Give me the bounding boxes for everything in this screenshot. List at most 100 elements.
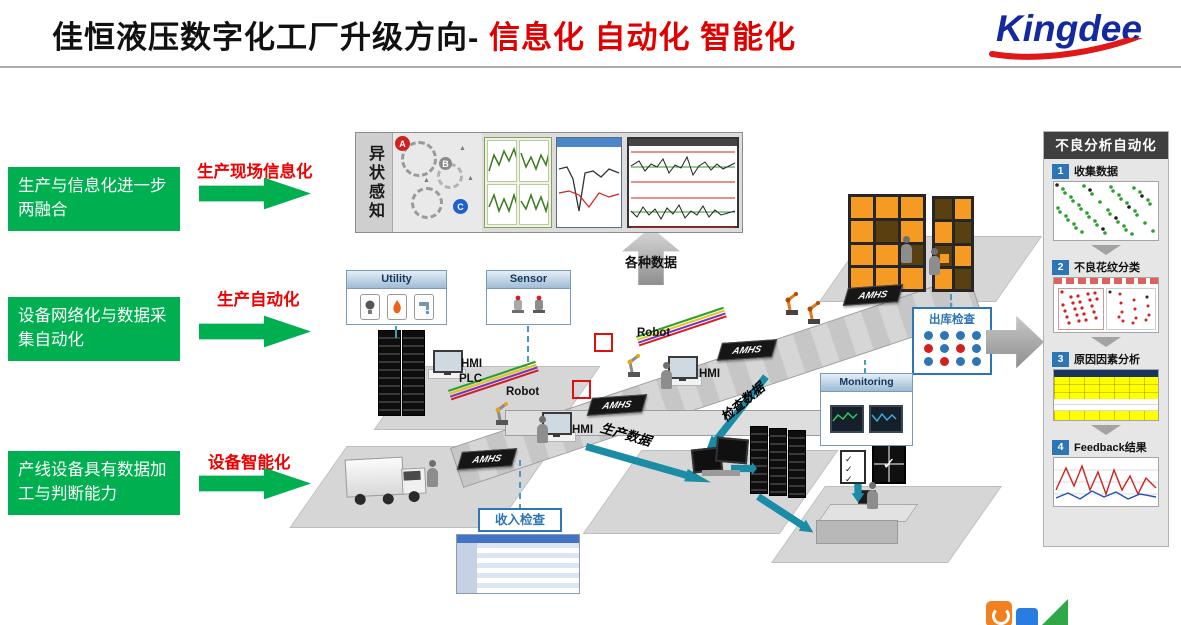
various-data-label: 各种数据: [625, 255, 678, 270]
title-black: 佳恒液压数字化工厂升级方向-: [52, 20, 480, 55]
outbound-dot: [923, 357, 933, 366]
outbound-dot: [923, 344, 933, 353]
header-divider: [0, 66, 1181, 68]
outbound-check-title: 出库检查: [929, 314, 975, 326]
outbound-dot: [971, 344, 981, 353]
outbound-dot: [971, 357, 981, 366]
node-c-badge: C: [453, 199, 468, 214]
sensor-box: Sensor: [486, 270, 571, 325]
robot-label: Robot: [506, 386, 540, 398]
storage-shelf: [932, 196, 974, 292]
hmi-monitor-icon: [542, 412, 572, 437]
trend-chart-icon: [487, 183, 518, 225]
triangle-icon: ▲: [467, 175, 474, 182]
server-rack: [402, 330, 425, 416]
benefit-box-1: 生产与信息化进一步两融合: [8, 167, 180, 231]
outbound-dot: [955, 344, 965, 353]
check-icon: ✓: [845, 474, 853, 484]
chevron-down-icon: [1091, 337, 1121, 347]
analysis-step-4: 4 Feedback结果: [1052, 439, 1168, 455]
sensor-icon: [511, 294, 525, 319]
server-rack: [788, 430, 806, 498]
monitor-screen-icon: [830, 404, 864, 433]
analysis-step-2: 2 不良花纹分类: [1052, 259, 1168, 275]
control-chart-icon: [630, 151, 736, 183]
benefit-box-3: 产线设备具有数据加工与判断能力: [8, 451, 180, 515]
dashed-connector: [519, 460, 521, 510]
truck-body: [344, 456, 405, 498]
control-chart-panel: [627, 137, 739, 228]
step-label: 收集数据: [1074, 166, 1118, 178]
utility-box-title: Utility: [347, 271, 446, 289]
gear-icon: [411, 187, 443, 219]
wafer-header-strip: [1054, 278, 1158, 284]
node-b-badge: B: [439, 157, 452, 170]
alarm-chart-icon: [558, 166, 620, 212]
table-rows: [1054, 399, 1158, 411]
scatter-plot-icon: [1053, 181, 1159, 241]
monitoring-box: Monitoring: [820, 373, 913, 446]
kingdee-swoosh-icon: [989, 38, 1143, 60]
person-icon: [660, 362, 673, 390]
outbound-dot: [939, 357, 949, 366]
robot-arm-icon: [488, 398, 514, 431]
robot-marker: [572, 380, 591, 399]
hmi-label: HMI: [699, 368, 721, 380]
robot-label: Robot: [637, 327, 671, 339]
check-icon: ✓: [845, 454, 853, 464]
erp-header-bar: [457, 535, 579, 543]
outbound-dot: [923, 331, 933, 340]
monitoring-box-title: Monitoring: [821, 374, 912, 392]
lamp-icon: [359, 293, 380, 320]
incoming-check-screenshot: [456, 534, 580, 594]
robot-arm-icon: [800, 297, 826, 330]
robot-arm-icon: [778, 288, 804, 321]
sensing-panel-title: 异状感知: [356, 133, 393, 232]
outbound-dot: [939, 344, 949, 353]
dashed-connector: [950, 294, 952, 318]
monitor-screen-icon: [869, 404, 903, 433]
trend-chart-icon: [519, 183, 549, 225]
defect-analysis-title: 不良分析自动化: [1044, 132, 1168, 159]
server-rack: [378, 330, 401, 416]
step-label: Feedback结果: [1074, 442, 1147, 454]
chevron-down-icon: [1091, 425, 1121, 435]
carried-box-icon: [940, 254, 949, 263]
outbound-dot: [939, 331, 949, 340]
step-number-badge: 3: [1052, 351, 1069, 367]
table-highlight-row: [1054, 411, 1158, 420]
benefit-box-2: 设备网络化与数据采集自动化: [8, 297, 180, 361]
table-header-row: [1054, 370, 1158, 377]
analysis-step-3: 3 原因因素分析: [1052, 351, 1168, 367]
plc-label: PLC: [459, 373, 482, 385]
kingdee-logo: Kingdee: [988, 6, 1163, 62]
outbound-dots: [914, 327, 990, 370]
storage-shelf: [848, 194, 926, 292]
arrow-label-1: 生产现场信息化: [197, 163, 313, 181]
step1-scatter-svg: [1055, 183, 1155, 236]
faucet-icon: [413, 293, 434, 320]
control-chart-header: [629, 139, 737, 146]
arrow-label-3: 设备智能化: [208, 454, 291, 472]
person-icon: [866, 482, 879, 510]
incoming-check-box: 收入检查: [478, 508, 562, 532]
control-chart-icon: [630, 197, 736, 228]
wafer-right-svg: [1106, 288, 1156, 330]
person-icon: [928, 248, 941, 276]
circular-arrow-icon: [992, 607, 1010, 625]
robot-arm-icon: [620, 350, 646, 383]
step-number-badge: 4: [1052, 439, 1069, 455]
hmi-monitor-icon: [433, 350, 463, 375]
chevron-down-icon: [1091, 245, 1121, 255]
check-icon: ✓: [882, 456, 896, 473]
sensor-icon: [532, 294, 546, 319]
truck-window: [403, 470, 421, 481]
hmi-label: HMI: [461, 358, 483, 370]
hmi-label: HMI: [572, 424, 594, 436]
person-icon: [900, 236, 913, 264]
page-title: 佳恒液压数字化工厂升级方向- 信息化 自动化 智能化: [52, 12, 796, 57]
feedback-chart-icon: [1053, 457, 1159, 507]
gear-cluster: A B C ▲ ▲ ▲: [393, 133, 483, 232]
triangle-icon: ▲: [459, 145, 466, 152]
desk-front: [816, 520, 898, 544]
